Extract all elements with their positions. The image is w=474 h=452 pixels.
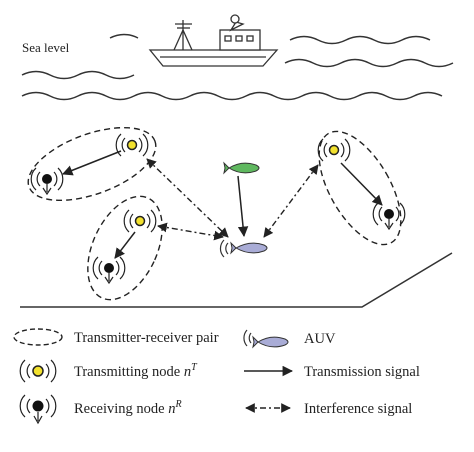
wave-lines <box>21 33 454 101</box>
tx-arrow-2 <box>114 231 136 259</box>
legend-tx-icon <box>19 359 57 383</box>
tx-node-2 <box>123 209 157 233</box>
tx-arrow-auv <box>237 175 249 238</box>
legend: Transmitter-receiver pair Transmitting n… <box>13 328 420 425</box>
interference-arrow-3 <box>263 164 319 238</box>
legend-interference-label: Interference signal <box>304 401 412 417</box>
pair-ellipse-lower-left <box>87 195 163 301</box>
pair-ellipse-right <box>318 130 402 246</box>
legend-pair-label: Transmitter-receiver pair <box>74 330 219 346</box>
seabed-line <box>20 252 453 308</box>
interference-arrow-1 <box>146 158 229 238</box>
transmission-arrows <box>62 150 383 259</box>
sea-level-label: Sea level <box>22 40 70 55</box>
tx-arrow-1 <box>62 150 122 176</box>
auv-blue <box>219 239 268 258</box>
sea-surface: Sea level <box>21 33 454 101</box>
pair-ellipse-upper-left <box>27 126 157 202</box>
legend-transmission-label: Transmission signal <box>304 364 420 380</box>
tx-arrow-3 <box>340 162 383 206</box>
interference-arrow-2 <box>157 222 224 241</box>
rx-node-2 <box>92 256 126 285</box>
tx-node-1 <box>115 133 149 157</box>
ship-hull <box>148 49 279 67</box>
legend-auv-label: AUV <box>304 331 336 347</box>
ship <box>148 14 279 67</box>
auv-green <box>223 161 260 175</box>
pair-ellipses <box>27 126 402 301</box>
legend-rx-icon <box>19 394 57 425</box>
legend-tx-label: Transmitting node nT <box>74 362 198 380</box>
legend-pair-icon <box>13 328 63 346</box>
legend-auv-icon <box>243 329 289 349</box>
interference-arrows <box>146 158 319 241</box>
legend-rx-label: Receiving node nR <box>74 399 182 417</box>
rx-node-1 <box>30 167 64 196</box>
tx-node-3 <box>317 138 351 162</box>
ship-radar-dish <box>229 21 245 32</box>
